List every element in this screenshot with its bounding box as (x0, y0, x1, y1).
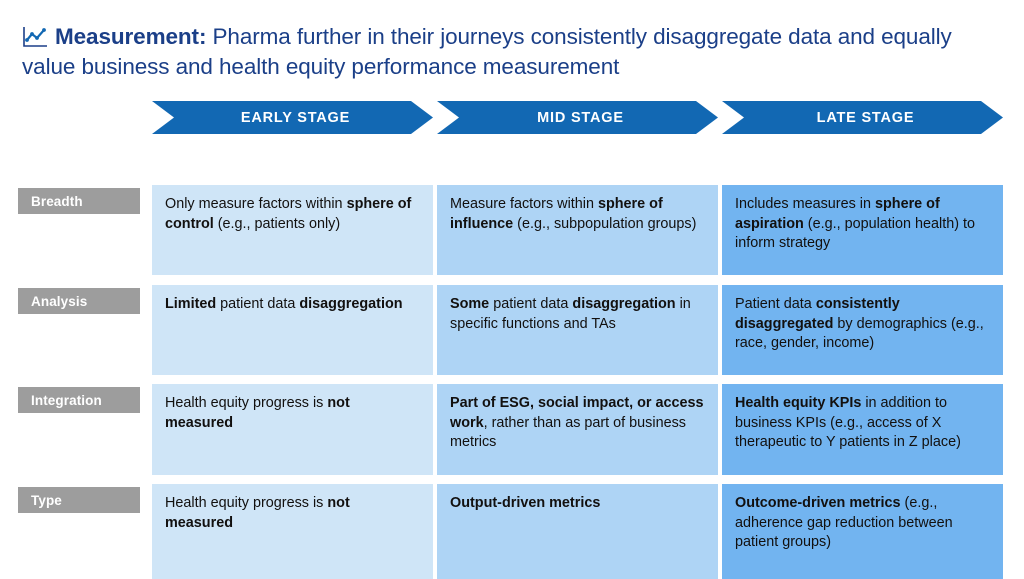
cell-integration-late-stage: Health equity KPIs in addition to busine… (722, 384, 1003, 475)
line-chart-icon (22, 26, 48, 48)
cell-analysis-late-stage: Patient data consistently disaggregated … (722, 285, 1003, 375)
row-label-analysis: Analysis (18, 288, 140, 314)
matrix-row-integration: Integration Health equity progress is no… (0, 340, 1024, 475)
cell-analysis-mid-stage: Some patient data disaggregation in spec… (437, 285, 718, 375)
matrix-row-analysis: Analysis Limited patient data disaggrega… (0, 240, 1024, 375)
page-title-strong: Measurement: (55, 24, 207, 49)
column-header-label: LATE STAGE (816, 109, 915, 126)
column-header-label: EARLY STAGE (240, 109, 351, 126)
column-header-label: MID STAGE (537, 109, 624, 126)
column-header-late-stage[interactable]: LATE STAGE (722, 101, 1003, 134)
cell-breadth-mid-stage: Measure factors within sphere of influen… (437, 185, 718, 275)
matrix-row-breadth: Breadth Only measure factors within sphe… (0, 140, 1024, 275)
stage-matrix: EARLY STAGE MID STAGE LATE STAGE Breadth… (0, 98, 1024, 579)
row-label-breadth: Breadth (18, 188, 140, 214)
row-label-type: Type (18, 487, 140, 513)
cell-breadth-late-stage: Includes measures in sphere of aspiratio… (722, 185, 1003, 275)
cell-type-late-stage: Outcome-driven metrics (e.g., adherence … (722, 484, 1003, 579)
page-title: Measurement: Pharma further in their jou… (22, 22, 1002, 82)
cell-breadth-early-stage: Only measure factors within sphere of co… (152, 185, 433, 275)
column-header-row: EARLY STAGE MID STAGE LATE STAGE (0, 98, 1024, 140)
matrix-row-type: Type Health equity progress is not measu… (0, 439, 1024, 579)
cell-analysis-early-stage: Limited patient data disaggregation (152, 285, 433, 375)
cell-type-early-stage: Health equity progress is not measured (152, 484, 433, 579)
column-header-mid-stage[interactable]: MID STAGE (437, 101, 718, 134)
row-label-integration: Integration (18, 387, 140, 413)
cell-integration-early-stage: Health equity progress is not measured (152, 384, 433, 475)
cell-integration-mid-stage: Part of ESG, social impact, or access wo… (437, 384, 718, 475)
cell-type-mid-stage: Output-driven metrics (437, 484, 718, 579)
page-title-rest: Pharma further in their journeys consist… (22, 24, 952, 79)
column-header-early-stage[interactable]: EARLY STAGE (152, 101, 433, 134)
